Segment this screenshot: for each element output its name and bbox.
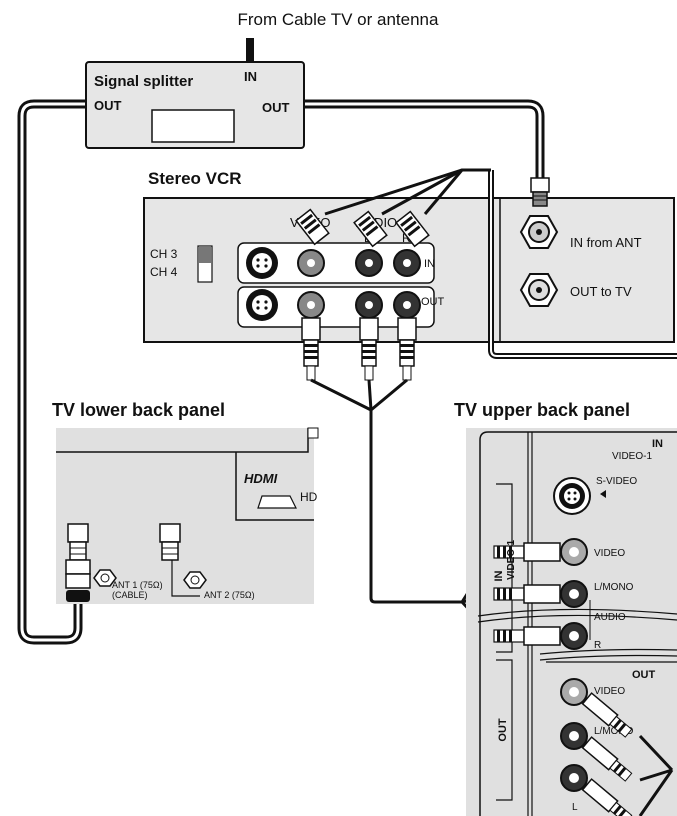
tv-lmono-in-jack [560, 580, 588, 608]
tv-video1-label: VIDEO-1 [612, 451, 652, 462]
ant1-cable-label: (CABLE) [112, 590, 148, 600]
hdmi-port-icon [257, 495, 297, 509]
tv-out-plugs [581, 692, 674, 816]
ant1-label: ANT 1 (75Ω) [112, 580, 163, 590]
tv-audio-label: AUDIO [594, 612, 626, 623]
vcr-video-in-jack [297, 249, 325, 277]
vcr-out-plug-l [359, 317, 379, 381]
tv-video-out-jack [560, 678, 588, 706]
tv-side-video-label: VIDEO-1 [506, 540, 517, 580]
vcr-in-label: IN [424, 258, 435, 270]
vcr-audio-r-out-jack [393, 291, 421, 319]
cable-splitter-to-vcr [304, 99, 545, 178]
tv-svideo-jack [553, 477, 591, 515]
vcr-ch3-label: CH 3 [150, 247, 178, 261]
vcr-video-out-jack [297, 291, 325, 319]
ant2-connector [183, 571, 207, 589]
tv-out-lmono-label: L/MONO [594, 726, 634, 737]
tv-side-in-label: IN [493, 570, 505, 581]
splitter-out-left: OUT [94, 98, 122, 113]
tv-video-in-jack [560, 538, 588, 566]
vcr-in-from-ant-label: IN from ANT [570, 235, 642, 250]
tv-r-label: R [594, 640, 601, 651]
tv-out-header: OUT [632, 669, 656, 681]
splitter-in-label: IN [244, 69, 257, 84]
tv-svideo-label: S-VIDEO [596, 476, 637, 487]
in-bracket [496, 483, 513, 653]
tv-lower-title: TV lower back panel [52, 400, 225, 420]
vcr-out-to-tv-label: OUT to TV [570, 284, 632, 299]
vcr-in-from-ant-jack [519, 215, 559, 249]
vcr-r-label: R [402, 231, 411, 245]
vcr-audio-l-out-jack [355, 291, 383, 319]
tv-out-l-label: L [572, 802, 578, 813]
ant2-plug [159, 523, 181, 561]
tv-lmono-label: L/MONO [594, 582, 634, 593]
ant1-plug [65, 523, 91, 602]
vcr-audio-l-in-jack [355, 249, 383, 277]
vcr-out-label: OUT [421, 296, 445, 308]
out-bracket [496, 659, 513, 801]
ant1-connector [93, 569, 117, 587]
tv-out-video-label: VIDEO [594, 686, 625, 697]
ant2-label: ANT 2 (75Ω) [204, 590, 255, 600]
vcr-out-plug-r [397, 317, 417, 381]
vcr-out-to-tv-jack [519, 273, 559, 307]
vcr-ch4-label: CH 4 [150, 265, 178, 279]
tv-l-out-jack [560, 764, 588, 792]
tv-in-label: IN [652, 438, 663, 450]
signal-splitter: Signal splitter IN OUT OUT [85, 61, 305, 149]
vcr-out-plug-video [301, 317, 321, 381]
source-label: From Cable TV or antenna [238, 10, 439, 29]
vcr-audio-r-in-jack [393, 249, 421, 277]
tv-upper-title: TV upper back panel [454, 400, 630, 420]
tv-side-out-label: OUT [497, 718, 509, 742]
tv-lmono-out-jack [560, 722, 588, 750]
vcr-antenna-plug [530, 177, 550, 207]
av-cable-to-tv-in [301, 317, 496, 638]
tv-r-in-jack [560, 622, 588, 650]
vcr-svideo-in [246, 247, 278, 279]
tv-in-plugs [493, 542, 561, 646]
hdmi-partial-label: HD [300, 490, 318, 504]
splitter-title: Signal splitter [94, 73, 193, 90]
vcr-title: Stereo VCR [148, 169, 242, 188]
hdmi-logo: HDMI [244, 471, 278, 486]
vcr-out-jack-row [237, 286, 435, 328]
splitter-out-right: OUT [262, 100, 290, 115]
tv-video-label: VIDEO [594, 548, 625, 559]
source-cable [246, 38, 254, 64]
vcr-in-jack-row [237, 242, 435, 284]
av-cable-to-vcr-in [295, 168, 491, 248]
vcr-svideo-out [246, 289, 278, 321]
